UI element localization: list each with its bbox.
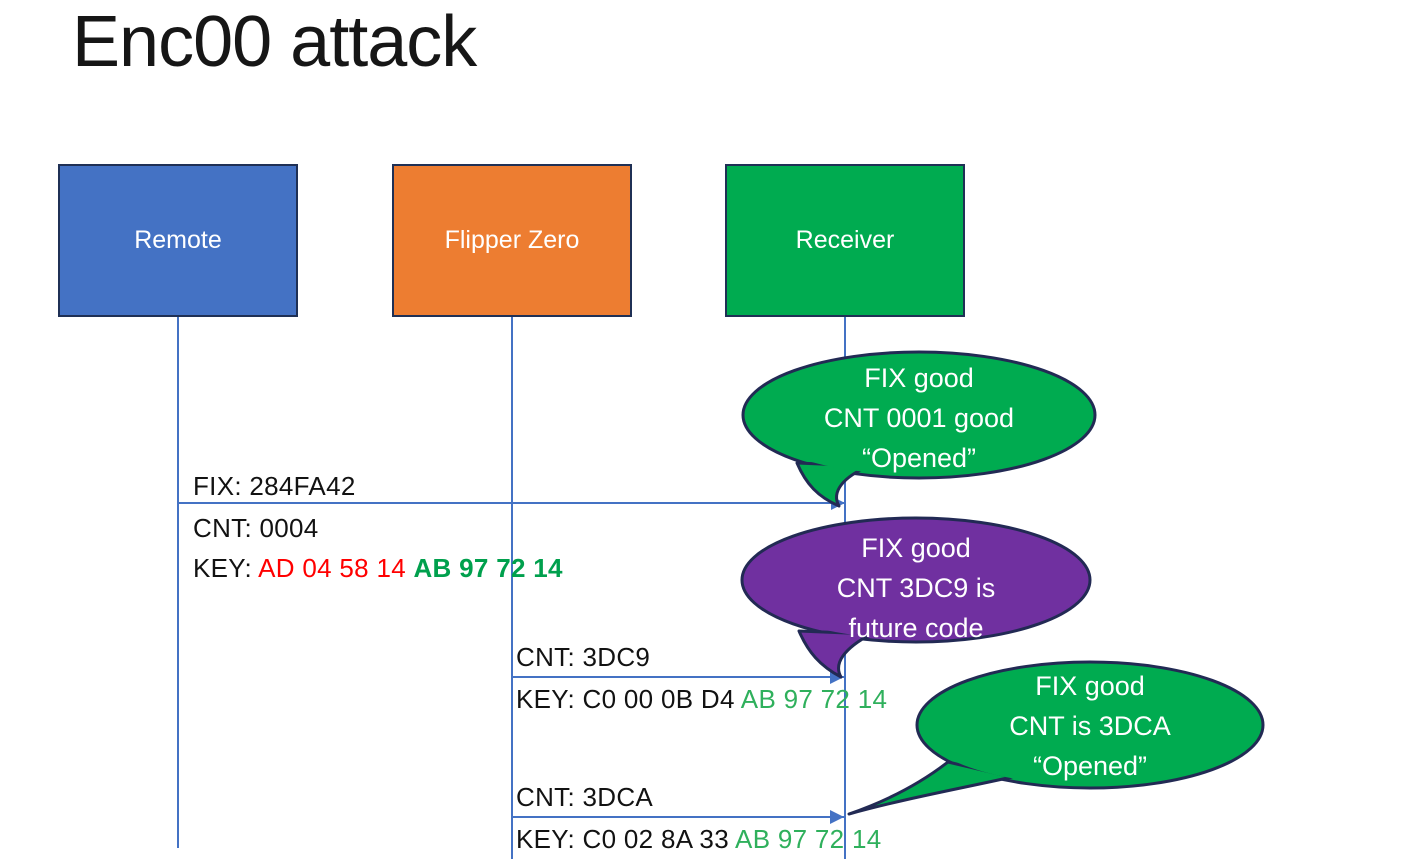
callout-3-line-3: “Opened”	[1032, 751, 1148, 781]
arrowhead-icon	[831, 496, 845, 510]
callout-1-line-3: “Opened”	[861, 443, 977, 473]
actor-box-receiver: Receiver	[725, 164, 965, 317]
msg1-cnt-label: CNT: 0004	[193, 513, 319, 543]
msg1-key-label: KEY: AD 04 58 14 AB 97 72 14	[193, 553, 563, 583]
actor-label-remote: Remote	[134, 226, 222, 254]
callout-1-text: FIX good CNT 0001 good “Opened”	[749, 358, 1089, 478]
msg2-cnt-label: CNT: 3DC9	[516, 642, 651, 672]
lifeline-flipper-zero	[511, 317, 513, 859]
callout-1-line-2: CNT 0001 good	[823, 403, 1015, 433]
msg2-key-prefix: KEY: C0 00 0B D4	[516, 684, 741, 714]
arrowhead-icon	[830, 670, 844, 684]
msg3-key-green-bytes: AB 97 72 14	[735, 824, 882, 854]
callout-1-line-1: FIX good	[864, 363, 974, 393]
msg3-key-label: KEY: C0 02 8A 33 AB 97 72 14	[516, 824, 881, 854]
callout-2-text: FIX good CNT 3DC9 is future code	[746, 528, 1086, 648]
message-arrow-flipper-to-receiver-1	[513, 670, 844, 684]
actor-box-remote: Remote	[58, 164, 298, 317]
slide-title: Enc00 attack	[72, 2, 477, 82]
callout-3-line-1: FIX good	[1035, 671, 1145, 701]
callout-3-text: FIX good CNT is 3DCA “Opened”	[920, 666, 1260, 786]
message-arrow-remote-to-receiver	[179, 496, 845, 510]
callout-2-line-1: FIX good	[861, 533, 971, 563]
callout-2-line-2: CNT 3DC9 is	[836, 573, 996, 603]
arrowhead-icon	[830, 810, 844, 824]
msg1-key-prefix: KEY:	[193, 553, 259, 583]
actor-label-receiver: Receiver	[795, 226, 895, 254]
msg1-key-green-bytes: AB 97 72 14	[413, 553, 563, 583]
actor-label-flipper-zero: Flipper Zero	[444, 226, 580, 254]
msg3-cnt-label: CNT: 3DCA	[516, 782, 654, 812]
callout-3-line-2: CNT is 3DCA	[1009, 711, 1171, 741]
lifeline-remote	[177, 317, 179, 848]
msg2-key-green-bytes: AB 97 72 14	[740, 684, 888, 714]
actor-box-flipper-zero: Flipper Zero	[392, 164, 632, 317]
msg2-key-label: KEY: C0 00 0B D4 AB 97 72 14	[516, 684, 887, 714]
message-arrow-flipper-to-receiver-2	[513, 810, 844, 824]
msg1-fix-label: FIX: 284FA42	[193, 471, 356, 501]
callout-2-line-3: future code	[848, 613, 984, 643]
msg3-key-prefix: KEY: C0 02 8A 33	[516, 824, 736, 854]
msg1-key-red-bytes: AD 04 58 14	[258, 553, 414, 583]
